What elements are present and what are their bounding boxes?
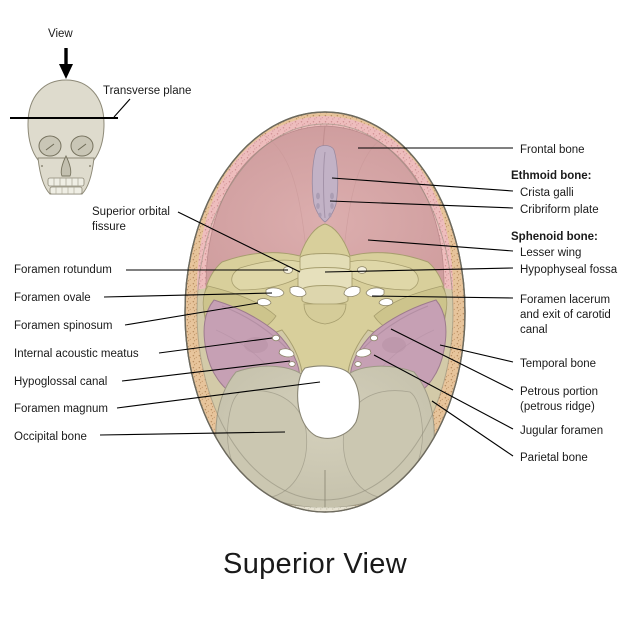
anterior-skull-icon: [27, 79, 105, 195]
label-hypoglossal-canal: Hypoglossal canal: [14, 376, 108, 388]
label-foramen-ovale: Foramen ovale: [14, 292, 91, 304]
leader-petrous-portion: [390, 328, 514, 391]
label-ethmoid-bone-heading: Ethmoid bone:: [511, 170, 592, 182]
label-petrous-portion: Petrous portion (petrous ridge): [520, 386, 598, 413]
label-parietal-bone: Parietal bone: [520, 452, 588, 464]
label-sphenoid-bone-heading: Sphenoid bone:: [511, 231, 598, 243]
label-jugular-foramen: Jugular foramen: [520, 425, 604, 437]
label-foramen-spinosum: Foramen spinosum: [14, 320, 113, 332]
leader-crista-galli: [331, 177, 514, 192]
label-hypophyseal-fossa: Hypophyseal fossa: [520, 264, 618, 276]
leader-jugular-foramen: [373, 354, 514, 430]
leader-superior-orbital-fissure: [177, 211, 301, 273]
leader-foramen-spinosum: [124, 302, 259, 326]
leader-occipital-bone: [99, 431, 286, 436]
label-crista-galli: Crista galli: [520, 187, 574, 199]
leader-hypophyseal-fossa: [324, 267, 514, 273]
label-foramen-lacerum: Foramen lacerum and exit of carotid cana…: [520, 294, 611, 336]
label-cribriform-plate: Cribriform plate: [520, 204, 599, 216]
leader-foramen-lacerum: [371, 295, 514, 299]
label-frontal-bone: Frontal bone: [520, 144, 585, 156]
label-temporal-bone: Temporal bone: [520, 358, 597, 370]
figure-title: Superior View: [223, 548, 407, 580]
label-internal-acoustic-meatus: Internal acoustic meatus: [14, 348, 139, 360]
label-foramen-rotundum: Foramen rotundum: [14, 264, 112, 276]
leader-cribriform-plate: [329, 200, 514, 209]
leader-lines: [99, 147, 514, 457]
leader-foramen-magnum: [116, 381, 321, 409]
transverse-plane-label: Transverse plane: [103, 85, 192, 97]
label-occipital-bone: Occipital bone: [14, 431, 87, 443]
view-label: View: [48, 28, 73, 40]
down-arrow-icon: [59, 48, 73, 79]
leader-temporal-bone: [439, 344, 514, 363]
leader-internal-acoustic-meatus: [158, 337, 273, 354]
transverse-plane-leader: [113, 98, 131, 118]
label-superior-orbital-fissure: Superior orbital fissure: [92, 206, 170, 233]
leader-parietal-bone: [431, 400, 514, 457]
leader-foramen-ovale: [103, 292, 273, 298]
label-lesser-wing: Lesser wing: [520, 247, 582, 259]
leader-lesser-wing: [367, 239, 514, 252]
leader-hypoglossal-canal: [121, 360, 291, 382]
label-foramen-magnum: Foramen magnum: [14, 403, 108, 415]
